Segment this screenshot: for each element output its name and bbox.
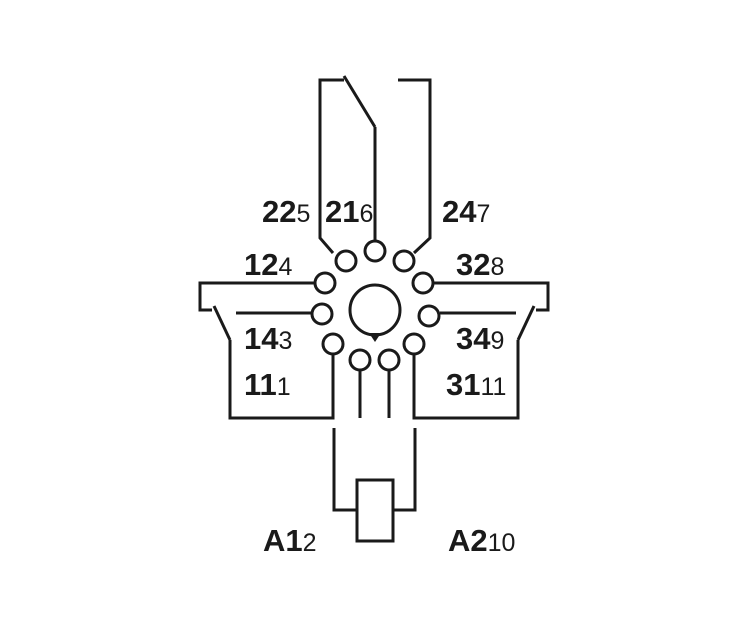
label-terminal-21: 216 bbox=[325, 194, 373, 229]
wire-terminal-11 bbox=[228, 340, 335, 420]
contact-set-1-wiring bbox=[198, 281, 335, 420]
coil-wiring bbox=[332, 368, 417, 543]
wire-coil-a2-lower bbox=[393, 428, 417, 512]
socket-key-notch bbox=[369, 333, 381, 342]
label-terminal-31: 3111 bbox=[446, 367, 506, 402]
label-coil-a1: A12 bbox=[263, 523, 317, 558]
contact-set-2-wiring bbox=[318, 75, 432, 255]
contact-set-3-wiring bbox=[412, 281, 550, 420]
pin-10 bbox=[377, 348, 401, 372]
wire-terminal-12 bbox=[198, 281, 314, 312]
label-terminal-22: 225 bbox=[262, 194, 310, 229]
pin-3 bbox=[310, 302, 334, 326]
wire-terminal-31 bbox=[412, 340, 520, 420]
label-terminal-34: 349 bbox=[456, 321, 504, 356]
pin-1 bbox=[321, 332, 345, 356]
switch-arm-21 bbox=[342, 75, 377, 128]
switch-arm-11 bbox=[212, 305, 232, 341]
socket-center-key bbox=[348, 283, 402, 337]
wire-terminal-24 bbox=[398, 78, 432, 255]
octal-socket bbox=[310, 239, 441, 372]
pin-7 bbox=[392, 249, 416, 273]
label-terminal-12: 124 bbox=[244, 247, 292, 282]
relay-coil bbox=[355, 478, 395, 543]
label-coil-a2: A210 bbox=[448, 523, 515, 558]
switch-arm-31 bbox=[516, 305, 536, 341]
pin-2 bbox=[348, 348, 372, 372]
label-terminal-24: 247 bbox=[442, 194, 490, 229]
pin-11 bbox=[402, 332, 426, 356]
pin-5 bbox=[334, 249, 358, 273]
pin-4 bbox=[313, 271, 337, 295]
label-terminal-32: 328 bbox=[456, 247, 504, 282]
pin-9 bbox=[417, 304, 441, 328]
wire-terminal-32 bbox=[434, 281, 550, 312]
label-terminal-14: 143 bbox=[244, 321, 292, 356]
pin-6 bbox=[363, 239, 387, 263]
label-terminal-11: 111 bbox=[244, 367, 291, 402]
wire-terminal-22 bbox=[318, 78, 344, 254]
wire-coil-a1-lower bbox=[332, 428, 357, 512]
pin-8 bbox=[411, 271, 435, 295]
